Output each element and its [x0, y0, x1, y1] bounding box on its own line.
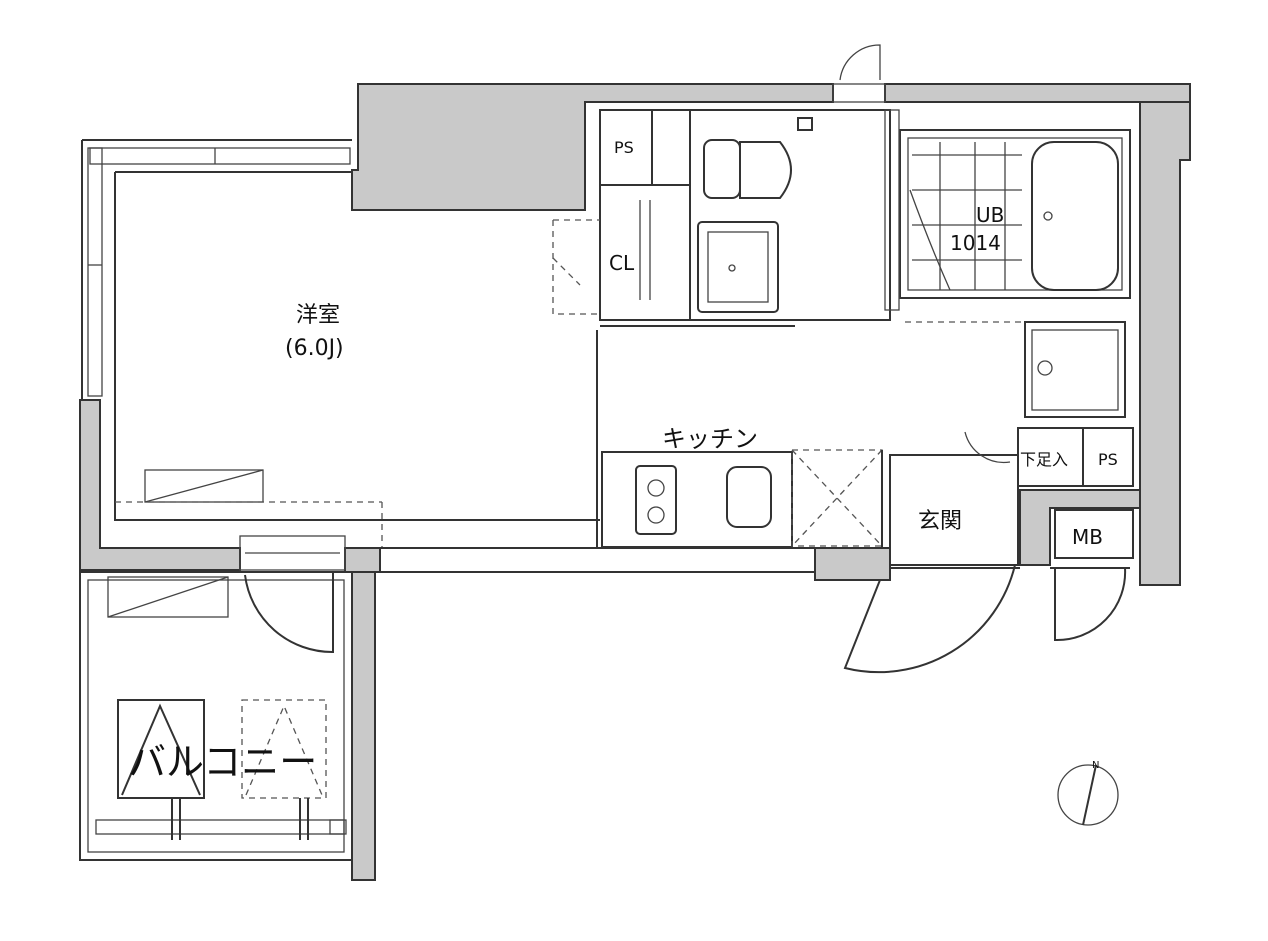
meter-box — [1050, 509, 1134, 642]
entrance-door-arc — [843, 564, 1016, 674]
outdoor-unit — [117, 699, 205, 799]
washbasin-icon — [697, 221, 779, 313]
sink-icon — [726, 466, 772, 528]
unit-bath — [884, 109, 1131, 311]
label-entrance: 玄関 — [918, 509, 962, 534]
stove-icon — [635, 465, 677, 535]
label-closet: CL — [609, 251, 635, 275]
top-wall-right — [884, 83, 1191, 103]
entrance-wall-stub — [814, 547, 891, 581]
label-unit-bath: UB — [976, 203, 1004, 227]
balcony-right-wall — [351, 571, 376, 881]
balcony — [79, 571, 353, 861]
north-arrow-icon: N — [1057, 760, 1119, 826]
label-meter-box: MB — [1072, 525, 1103, 549]
left-wall — [79, 399, 241, 571]
entrance — [843, 427, 1134, 674]
label-western-room-size: (6.0J) — [285, 336, 344, 361]
kitchen — [596, 330, 883, 548]
toilet-tank — [703, 139, 741, 199]
label-western-room: 洋室 — [296, 303, 340, 328]
label-balcony: バルコニー — [128, 740, 317, 784]
walls — [79, 83, 1191, 881]
drain-icon — [1037, 360, 1053, 376]
label-ps-top: PS — [614, 138, 634, 157]
washer-space — [905, 321, 1126, 418]
middle-wall — [344, 547, 381, 573]
label-unit-bath-code: 1014 — [950, 231, 1001, 255]
label-ps-right: PS — [1098, 450, 1118, 469]
right-wall — [1139, 101, 1191, 586]
toilet-room — [599, 44, 891, 327]
label-shoe-box: 下足入 — [1020, 450, 1068, 469]
toilet-bowl-icon — [739, 141, 792, 199]
bathtub-icon — [1031, 141, 1119, 291]
compass-label: N — [1092, 760, 1099, 771]
label-kitchen: キッチン — [662, 425, 758, 453]
